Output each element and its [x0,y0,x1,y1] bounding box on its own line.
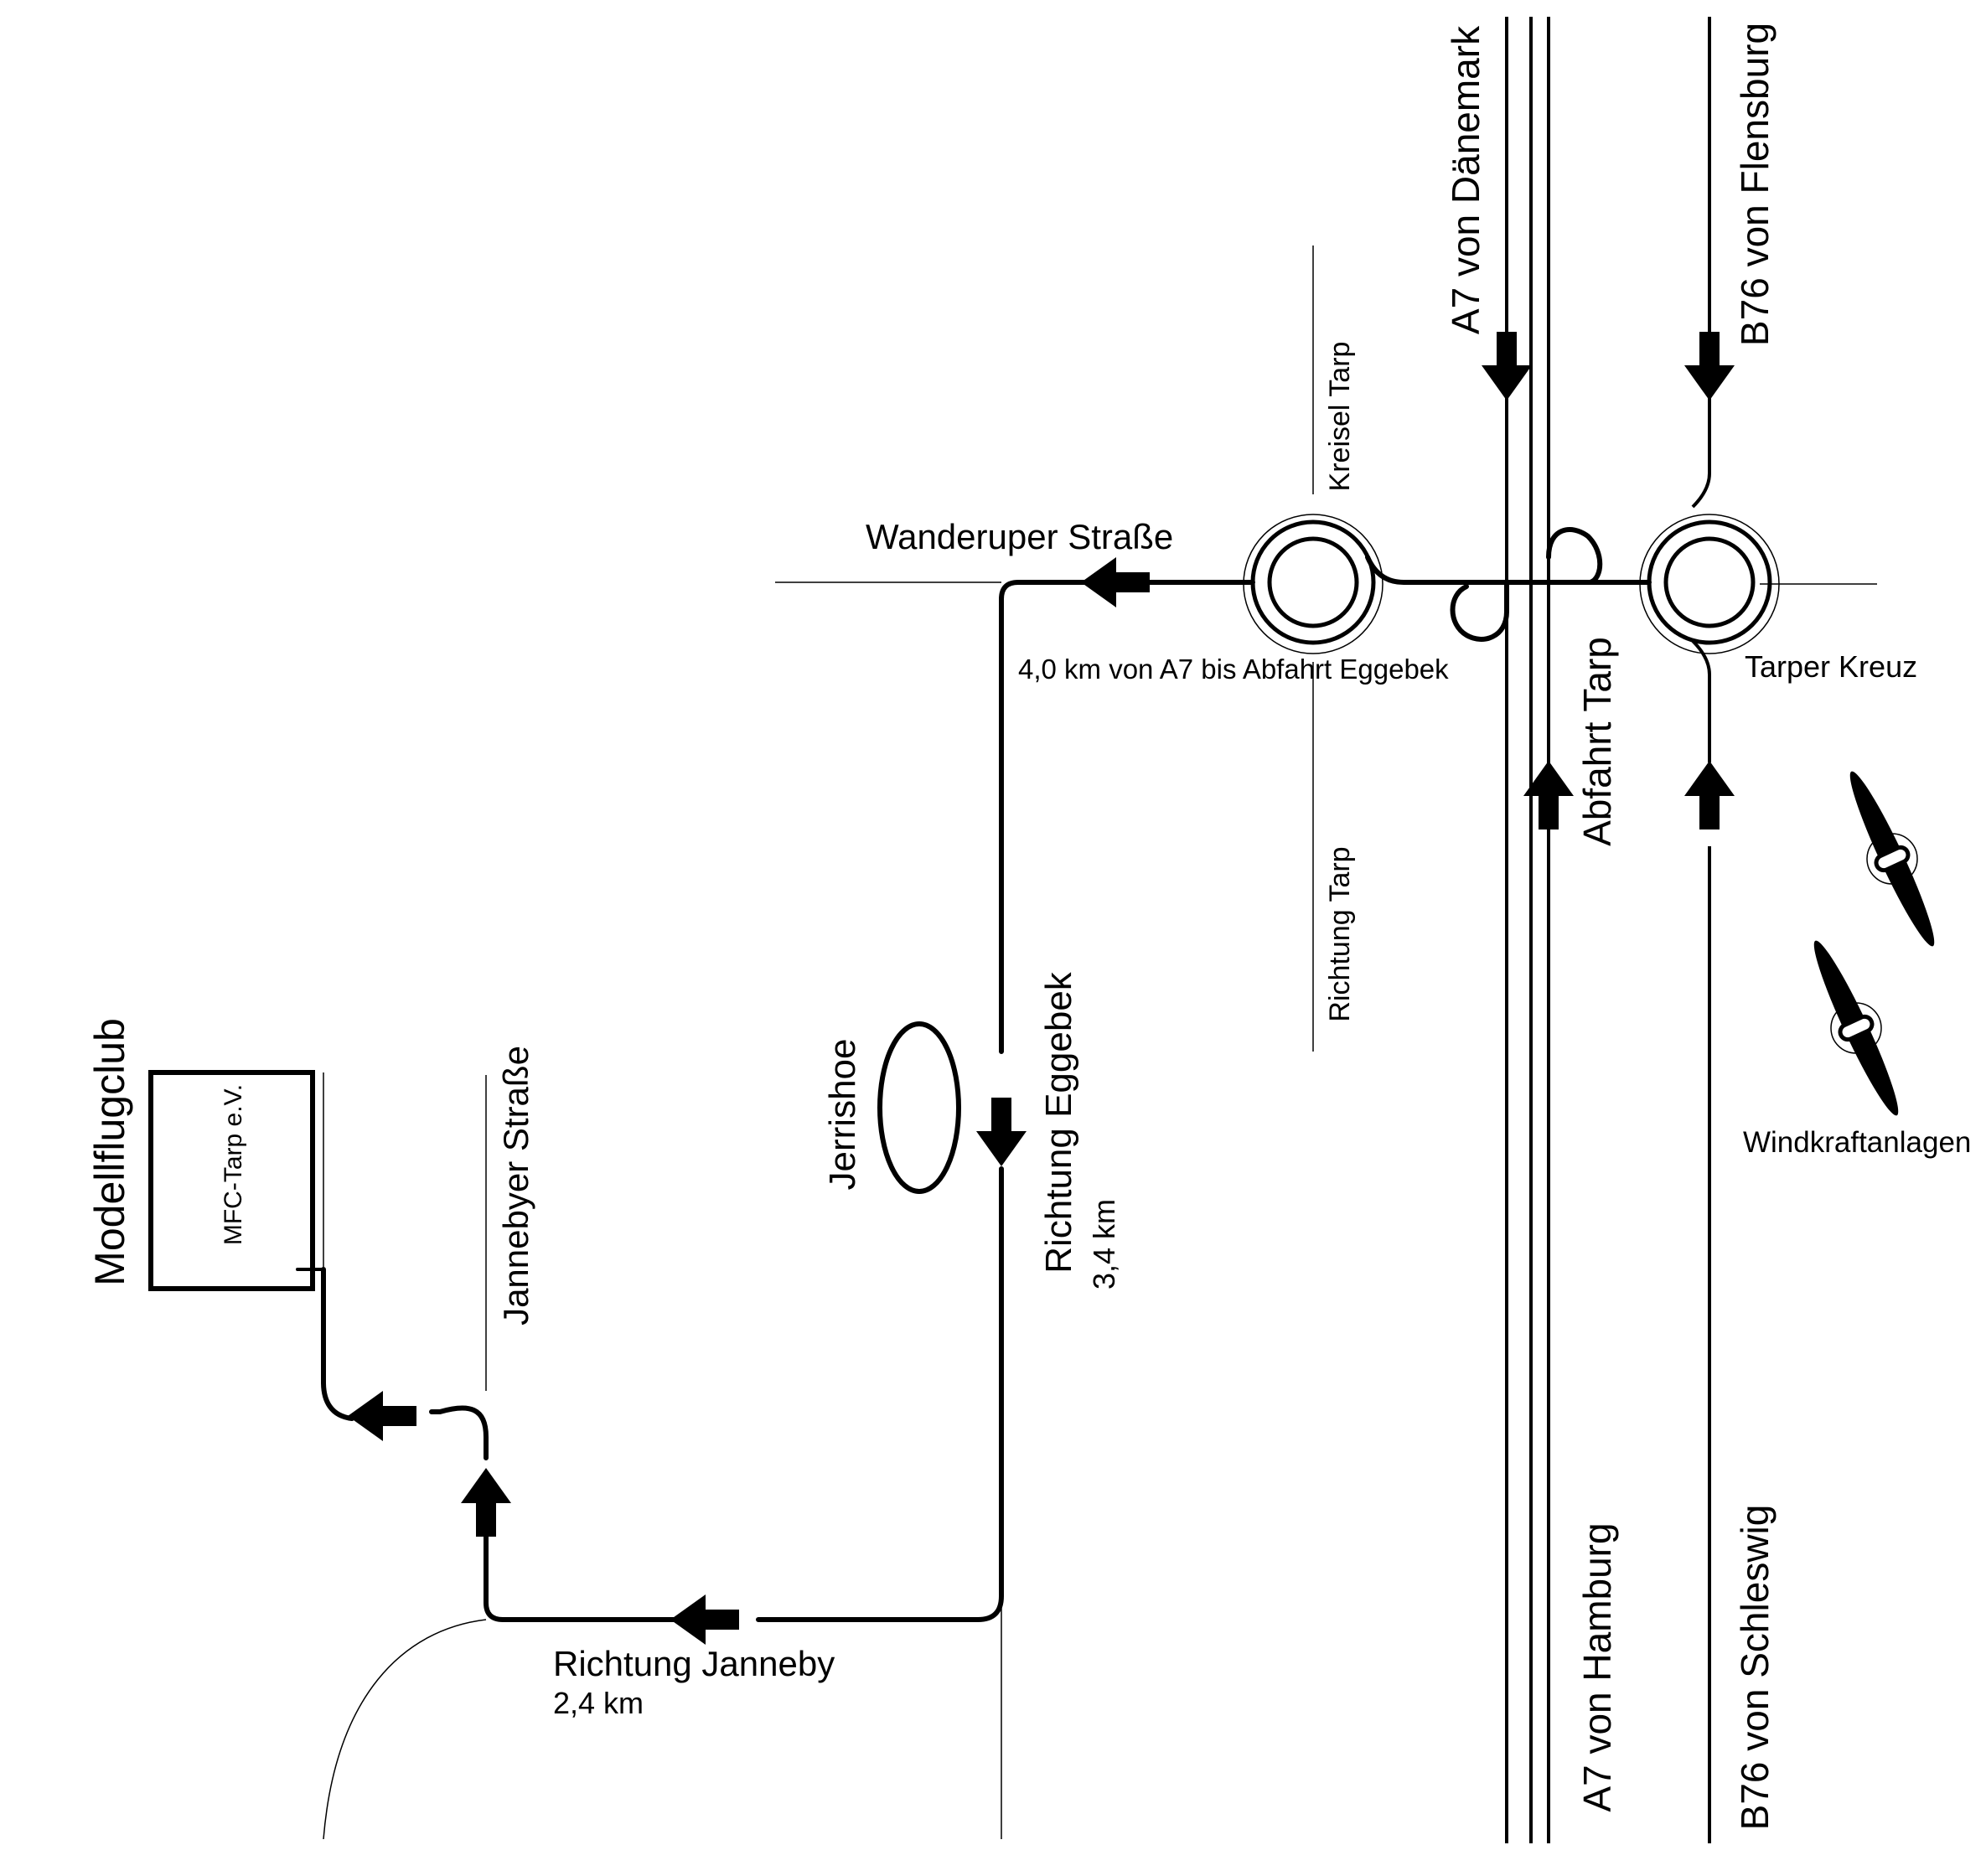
label-jerrishoe: Jerrishoe [822,1039,863,1191]
janneby-curve-thin-line [323,1619,487,1840]
arrow-club-west [348,1391,416,1441]
b76-line-to-kreuz [1691,394,1711,509]
a7-motorway [1505,17,1550,1843]
main-route [296,527,1652,1622]
label-richtung-tarp: Richtung Tarp [1324,846,1356,1021]
label-modellflugclub: Modellflugclub [86,1018,133,1286]
tarper-kreuz-roundabout [1639,514,1780,654]
arrow-a7-south [1482,332,1532,401]
wind-turbine-icon [1849,771,1935,947]
label-abfahrt-tarp: Abfahrt Tarp [1575,637,1619,846]
route-kreisel-to-kreuz [1365,555,1652,585]
label-jannebyer-strasse: Jannebyer Straße [496,1046,535,1326]
map-labels: A7 von Dänemark B76 von Flensburg Kreise… [86,23,1971,1830]
label-a7-von-daenemark: A7 von Dänemark [1444,25,1487,334]
route-interchange-loop-left [1450,580,1509,642]
label-kreisel-tarp: Kreisel Tarp [1324,342,1356,492]
label-mfc-tarp: MFC-Tarp e.V. [220,1084,247,1245]
label-a7-von-hamburg: A7 von Hamburg [1575,1522,1619,1811]
arrow-janneby-west [670,1594,739,1645]
tarper-kreuz-inner [1663,536,1756,628]
label-b76-von-flensburg: B76 von Flensburg [1733,23,1777,346]
kreisel-tarp-roundabout [1243,514,1383,654]
label-distance-eggebek: 3,4 km [1087,1199,1121,1289]
wind-turbine-icon [1813,940,1899,1116]
route-wanderuper-strasse [999,580,1255,1054]
jerrishoe-area-ellipse [877,1021,961,1194]
label-b76-von-schleswig: B76 von Schleswig [1733,1505,1777,1831]
label-distance-a7-eggebek: 4,0 km von A7 bis Abfahrt Eggebek [1018,654,1449,685]
label-richtung-janneby: Richtung Janneby [553,1644,835,1683]
arrow-wanderuper-west [1081,557,1150,607]
tarper-kreuz-outer-circle [1639,514,1780,654]
label-windkraftanlagen: Windkraftanlagen [1743,1126,1971,1159]
label-distance-janneby: 2,4 km [553,1686,644,1720]
label-richtung-eggebek: Richtung Eggebek [1038,971,1079,1274]
route-eggebek-south [756,1166,1004,1622]
arrow-b76-north [1684,761,1735,829]
route-interchange-loop-right [1546,527,1603,585]
label-wanderuper-strasse: Wanderuper Straße [866,517,1173,556]
b76-road [1691,17,1711,1843]
route-jannebyer-strasse [429,1405,489,1460]
kreisel-tarp-inner [1267,536,1359,628]
thin-reference-lines [323,245,1877,1840]
b76-line-from-kreuz [1691,639,1711,762]
arrow-jannebyer-north [461,1468,511,1537]
route-janneby [484,1514,681,1622]
arrow-eggebek-south [976,1098,1027,1166]
route-club-access [321,1267,354,1421]
club-field-box [148,1070,315,1291]
arrow-b76-south [1684,332,1735,401]
label-tarper-kreuz: Tarper Kreuz [1745,649,1917,684]
kreisel-tarp-outer-circle [1243,514,1383,654]
